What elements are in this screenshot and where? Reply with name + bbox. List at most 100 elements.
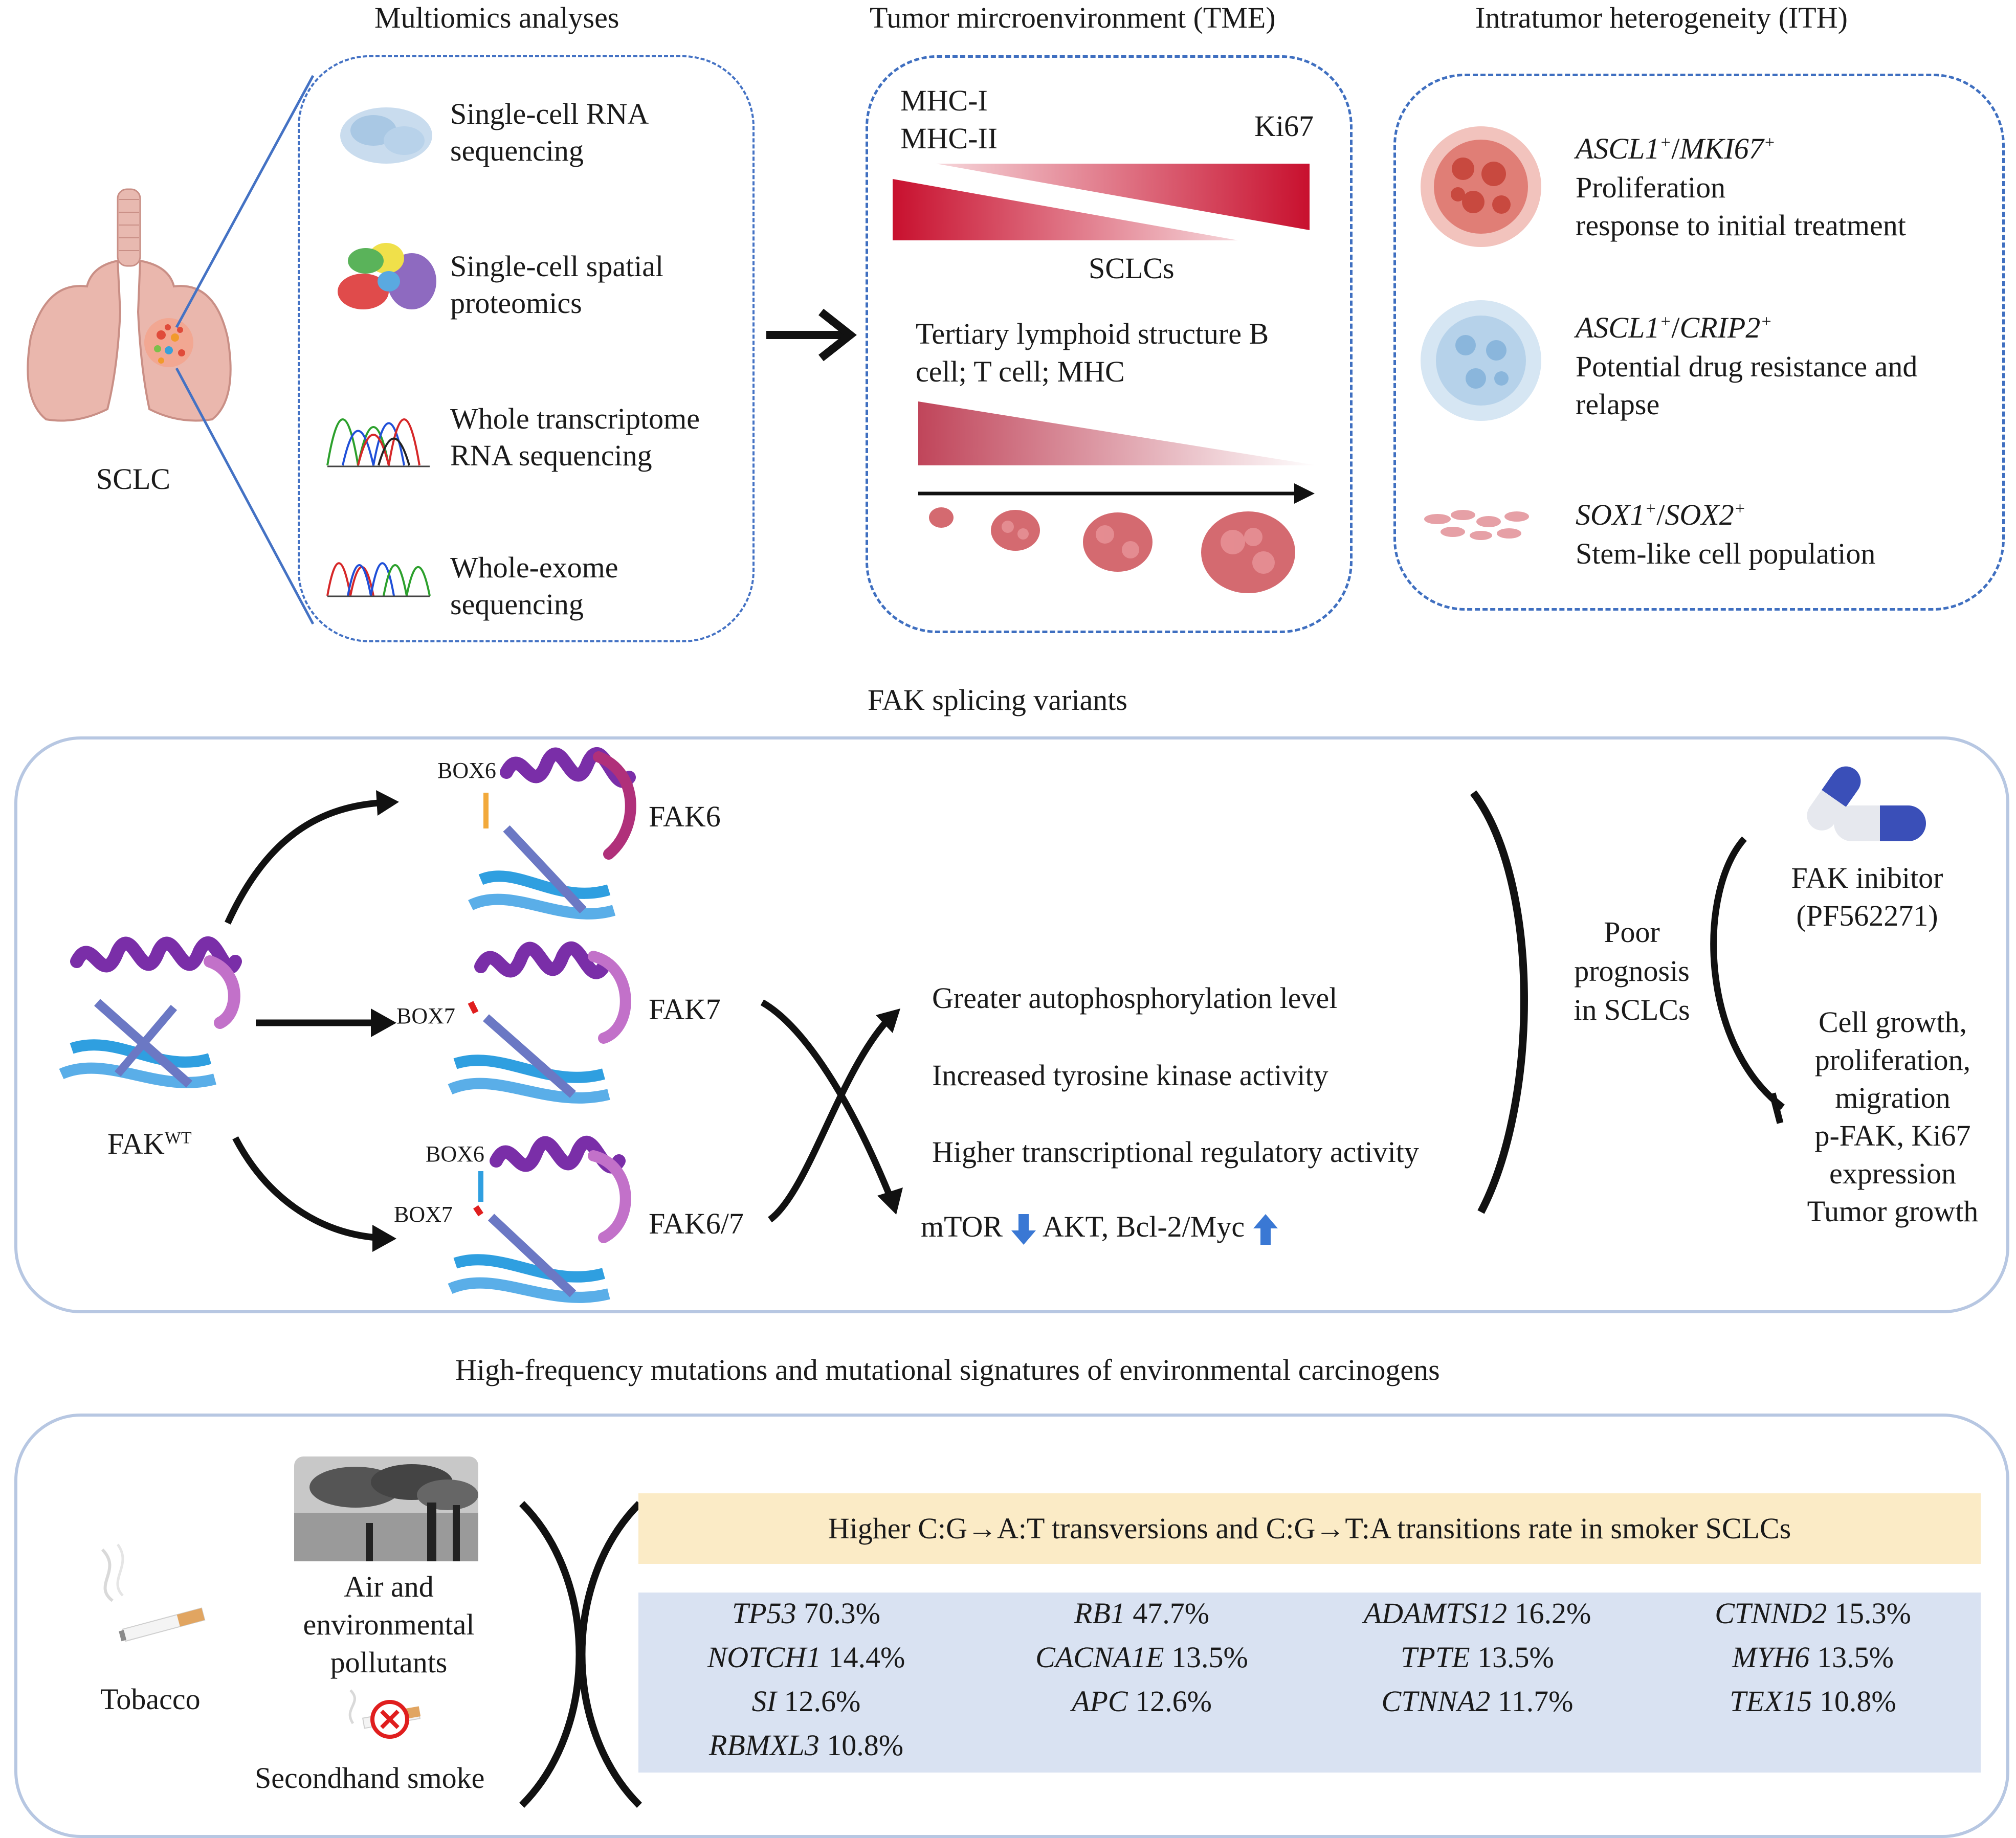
wes-chromatogram-icon — [326, 562, 431, 597]
heading-ith: Intratumor heterogeneity (ITH) — [1475, 1, 1848, 34]
gene-cell: CTNNA2 11.7% — [1381, 1685, 1574, 1718]
protein-fakwt-icon — [59, 936, 242, 1088]
multiomics-item-3-line2: RNA sequencing — [450, 439, 652, 472]
tme-tls-line1: Tertiary lymphoid structure B — [916, 317, 1269, 350]
heading-multiomics: Multiomics analyses — [374, 1, 619, 34]
multiomics-box — [298, 55, 755, 642]
fak-panel — [14, 736, 2009, 1313]
fak6-label: FAK6 — [649, 800, 721, 833]
wt-rna-chromatogram-icon — [326, 418, 430, 467]
gene-cell: ADAMTS12 16.2% — [1363, 1597, 1591, 1630]
arrow-to-tme-icon — [766, 308, 857, 362]
box6-label-fak67: BOX6 — [426, 1141, 484, 1167]
box6-label-fak6: BOX6 — [437, 758, 496, 783]
ith-box — [1393, 74, 2005, 611]
ith-2-gene-a: ASCL1 — [1576, 311, 1660, 344]
mutations-x-connector — [519, 1501, 642, 1808]
multiomics-item-4-line1: Whole-exome — [450, 551, 618, 584]
prognosis-line2: prognosis — [1574, 954, 1690, 988]
arrow-down-icon — [1011, 1214, 1036, 1245]
inhibitor-line2: (PF562271) — [1796, 899, 1938, 932]
tme-tls-line2: cell; T cell; MHC — [916, 355, 1125, 388]
heading-mutations: High-frequency mutations and mutational … — [455, 1353, 1440, 1386]
fak-mtor-row: mTOR AKT, Bcl-2/Myc — [921, 1208, 1279, 1246]
gene-cell: CTNND2 15.3% — [1715, 1597, 1911, 1630]
fak-wt-label: FAKWT — [107, 1127, 192, 1160]
ith-3-genes: SOX1+/SOX2+ — [1576, 498, 1746, 531]
sclc-label: SCLC — [96, 462, 171, 496]
ith-1-gene-a: ASCL1 — [1576, 132, 1660, 165]
ith-2-line1: Potential drug resistance and — [1576, 350, 1918, 383]
ith-2-genes: ASCL1+/CRIP2+ — [1576, 311, 1773, 344]
fak7-label: FAK7 — [649, 993, 721, 1026]
air-line1: Air and — [344, 1570, 434, 1603]
akt-label: AKT, Bcl-2/Myc — [1042, 1210, 1245, 1243]
multiomics-item-1-line1: Single-cell RNA — [450, 97, 649, 130]
ith-2-gene-b: CRIP2 — [1679, 311, 1761, 344]
protein-fak7-icon — [448, 942, 631, 1104]
arrow-up-icon — [1253, 1214, 1278, 1245]
ith-1-line1: Proliferation — [1576, 171, 1726, 204]
multiomics-item-2-line1: Single-cell spatial — [450, 250, 664, 283]
fak-effect-2: Increased tyrosine kinase activity — [932, 1059, 1328, 1092]
gene-cell: RBMXL3 10.8% — [708, 1729, 904, 1762]
ith-3-gene-b: SOX2 — [1665, 498, 1734, 531]
ith-3-gene-a: SOX1 — [1576, 498, 1645, 531]
air-line2: environmental — [303, 1608, 475, 1641]
ith-1-genes: ASCL1+/MKI67+ — [1576, 132, 1776, 165]
outcome-line4: p-FAK, Ki67 — [1814, 1119, 1971, 1152]
air-line3: pollutants — [330, 1646, 448, 1679]
multiomics-item-1-line2: sequencing — [450, 134, 584, 167]
tme-gradient-wedges — [893, 164, 1310, 240]
outcome-line5: expression — [1829, 1157, 1957, 1190]
tme-mhc2: MHC-II — [900, 122, 998, 155]
transitions-bar — [638, 1493, 1981, 1564]
outcome-line3: migration — [1835, 1081, 1951, 1114]
fak-effect-1: Greater autophosphorylation level — [932, 981, 1338, 1015]
transitions-text: Higher C:G→A:T transversions and C:G→T:A… — [828, 1512, 1791, 1545]
box7-label-fak67: BOX7 — [394, 1202, 453, 1227]
box7-label-fak7: BOX7 — [396, 1003, 455, 1028]
gene-cell: MYH6 13.5% — [1732, 1641, 1894, 1674]
heading-fak: FAK splicing variants — [868, 683, 1127, 716]
gene-cell: RB1 47.7% — [1074, 1597, 1210, 1630]
lung-illustration — [27, 188, 232, 422]
gene-cell: NOTCH1 14.4% — [707, 1641, 905, 1674]
ith-1-gene-b: MKI67 — [1679, 132, 1764, 165]
gene-cell: TEX15 10.8% — [1730, 1685, 1896, 1718]
proliferation-cell-icon — [1421, 126, 1541, 247]
gene-cell: CACNA1E 13.5% — [1035, 1641, 1248, 1674]
drug-resistance-cell-icon — [1421, 300, 1541, 421]
outcome-line2: proliferation, — [1814, 1043, 1971, 1077]
scrna-umap-icon — [340, 107, 432, 164]
no-smoking-icon — [348, 1689, 421, 1739]
tme-box — [866, 55, 1353, 633]
gene-cell: TP53 70.3% — [732, 1597, 880, 1630]
gene-cell: SI 12.6% — [751, 1685, 861, 1718]
tumor-dots — [154, 324, 185, 364]
ith-2-line2: relapse — [1576, 388, 1660, 421]
tobacco-label: Tobacco — [100, 1683, 201, 1716]
mutations-panel — [14, 1414, 2009, 1838]
heading-tme: Tumor mircroenvironment (TME) — [870, 1, 1276, 34]
tumor-growth-icons — [929, 507, 1295, 593]
mutation-gene-panel — [638, 1593, 1981, 1773]
gene-cell: TPTE 13.5% — [1401, 1641, 1554, 1674]
prognosis-line3: in SCLCs — [1574, 993, 1690, 1026]
spatial-proteomics-icon — [338, 243, 436, 309]
tme-ki67: Ki67 — [1254, 109, 1314, 143]
secondhand-label: Secondhand smoke — [255, 1761, 485, 1795]
outcome-line6: Tumor growth — [1807, 1195, 1979, 1228]
pill-capsules-icon — [1807, 766, 1926, 841]
inhibitor-line1: FAK inibitor — [1791, 861, 1943, 894]
ith-1-line2: response to initial treatment — [1576, 209, 1906, 242]
stem-like-cells-icon — [1424, 510, 1529, 540]
fak-effect-3: Higher transcriptional regulatory activi… — [932, 1135, 1419, 1169]
multiomics-item-2-line2: proteomics — [450, 286, 582, 320]
gene-cell: APC 12.6% — [1072, 1685, 1212, 1718]
pollution-factory-icon — [294, 1456, 478, 1561]
multiomics-item-3-line1: Whole transcriptome — [450, 402, 700, 435]
tme-mhc1: MHC-I — [900, 84, 988, 117]
